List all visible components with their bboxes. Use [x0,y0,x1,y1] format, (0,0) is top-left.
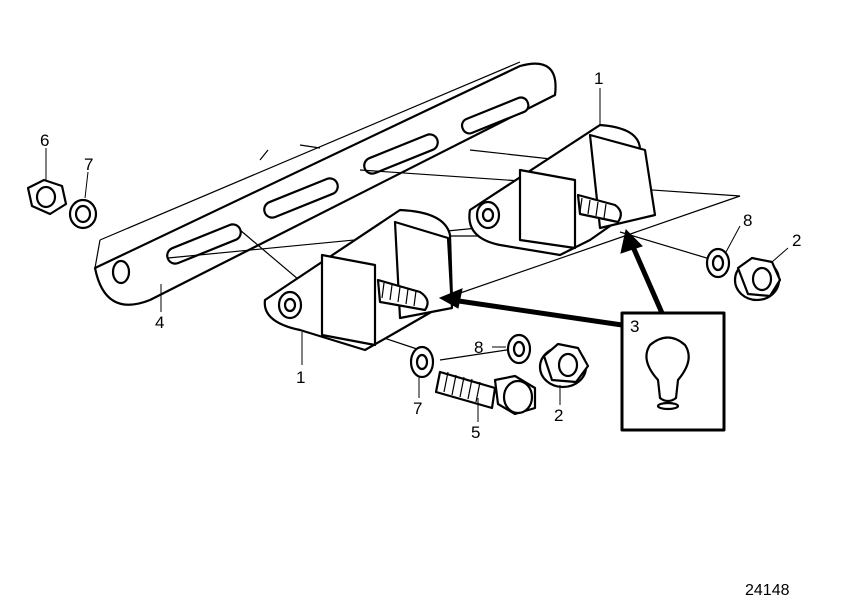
bracket-stud [576,193,622,224]
bar-slot [263,177,339,219]
callout-5: 5 [471,423,480,442]
callout-1-top: 1 [594,69,603,88]
detail-box [620,311,726,432]
bar-slot [460,96,530,135]
callout-4: 4 [155,313,164,332]
callout-1-bottom: 1 [296,368,305,387]
callout-8-middle: 8 [474,338,483,357]
callout-7-left: 7 [84,155,93,174]
callout-3: 3 [630,317,639,336]
callout-8-right: 8 [743,211,752,230]
callout-2-right: 2 [792,231,801,250]
bar-slot [363,133,439,175]
washer-lower [409,345,435,379]
figure-number: 24148 [745,582,790,599]
callout-6: 6 [40,131,49,150]
nut-left [26,178,68,216]
detail-arrows [438,228,665,328]
bar-end-hole [111,259,131,285]
bolt [434,370,537,416]
leader-lines [45,88,789,422]
thread-profile [645,336,690,403]
bracket-block [320,253,377,347]
flange-nut-right [733,256,782,302]
callout-7-bottom: 7 [413,399,422,418]
washer-left [68,198,98,230]
bracket-block [518,168,577,250]
flange-nut-lower [538,342,590,389]
mounting-bar [93,61,557,306]
bar-slot [166,223,242,265]
callout-2-bottom: 2 [554,406,563,425]
bracket-lower [263,208,454,352]
bracket-stud [376,278,429,312]
bracket-upper [468,123,657,257]
washer-middle [506,333,532,365]
washer-right [705,247,731,279]
